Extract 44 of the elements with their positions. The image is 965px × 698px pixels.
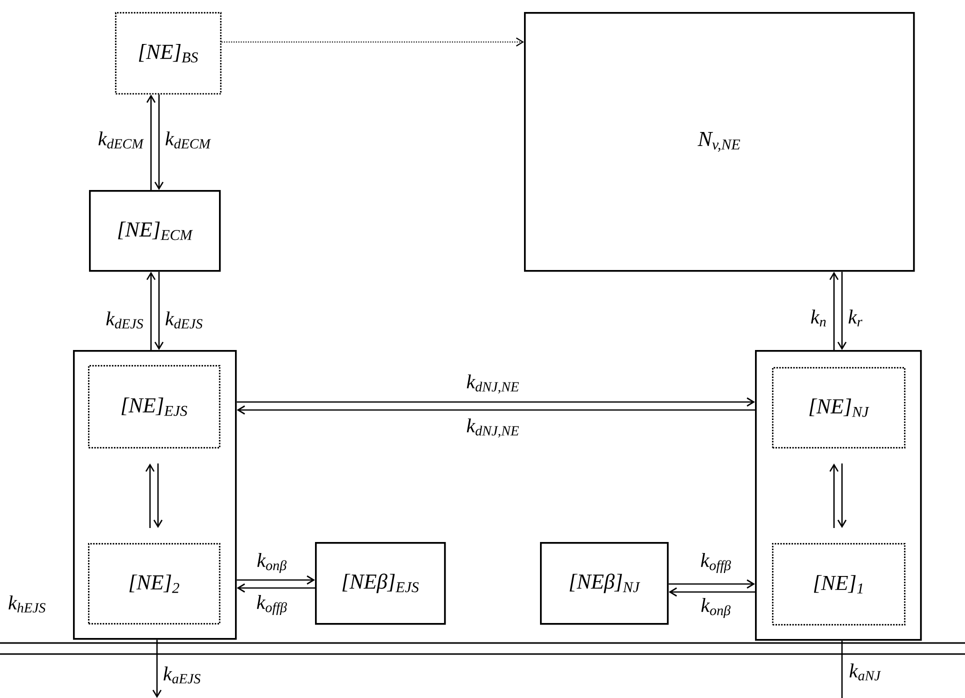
rate-label: k$_{aNJ}$ bbox=[850, 664, 881, 680]
arrow bbox=[829, 272, 839, 350]
dotted-box: [NE]$_{1}$ bbox=[772, 543, 906, 626]
dotted-box: [NE]$_{EJS}$ bbox=[88, 365, 220, 448]
arrow bbox=[236, 405, 755, 415]
compartment-box bbox=[73, 350, 237, 640]
rate-label: k$_{offβ}$ bbox=[700, 552, 731, 574]
arrow bbox=[829, 463, 839, 528]
arrow bbox=[837, 272, 847, 350]
arrow bbox=[146, 272, 156, 350]
arrow bbox=[668, 587, 755, 597]
rate-label: k$_{r}$ bbox=[848, 310, 862, 326]
compartment-box: [NEβ]$_{NJ}$ bbox=[540, 542, 669, 625]
arrow bbox=[236, 575, 315, 585]
rate-label: k$_{onβ}$ bbox=[701, 598, 731, 618]
rate-label: k$_{offβ}$ bbox=[256, 594, 287, 616]
rate-label: k$_{aEJS}$ bbox=[164, 666, 200, 684]
rate-label: k$_{dEJS}$ bbox=[166, 311, 202, 329]
rate-label: k$_{dEJS}$ bbox=[106, 311, 144, 329]
arrow bbox=[837, 463, 847, 528]
compartment-box: N$_{v,NE}$ bbox=[524, 12, 915, 272]
compartment-box: [NEβ]$_{EJS}$ bbox=[315, 542, 446, 625]
rate-label: k$_{hEJS}$ bbox=[8, 595, 46, 613]
rate-label: k$_{n}$ bbox=[811, 310, 826, 326]
arrow bbox=[236, 583, 315, 593]
arrow bbox=[153, 463, 163, 528]
rate-label: k$_{dNJ,NE}$ bbox=[466, 418, 519, 438]
dotted-box: [NE]$_{2}$ bbox=[88, 543, 220, 624]
rate-label: k$_{dECM}$ bbox=[166, 131, 212, 149]
arrow bbox=[222, 38, 524, 46]
rate-label: k$_{onβ}$ bbox=[257, 552, 287, 574]
dotted-box: [NE]$_{NJ}$ bbox=[772, 367, 906, 448]
arrow bbox=[145, 463, 155, 528]
arrow bbox=[152, 640, 162, 698]
compartment-box bbox=[755, 350, 922, 641]
arrow bbox=[236, 397, 755, 407]
arrow bbox=[146, 94, 156, 190]
arrow bbox=[154, 272, 164, 350]
rate-label: k$_{dNJ,NE}$ bbox=[466, 374, 519, 394]
rate-label: k$_{dECM}$ bbox=[98, 131, 144, 149]
compartment-box: [NE]$_{ECM}$ bbox=[89, 190, 221, 272]
arrow bbox=[668, 579, 755, 589]
arrow bbox=[154, 94, 164, 190]
dotted-box: [NE]$_{BS}$ bbox=[115, 12, 222, 95]
